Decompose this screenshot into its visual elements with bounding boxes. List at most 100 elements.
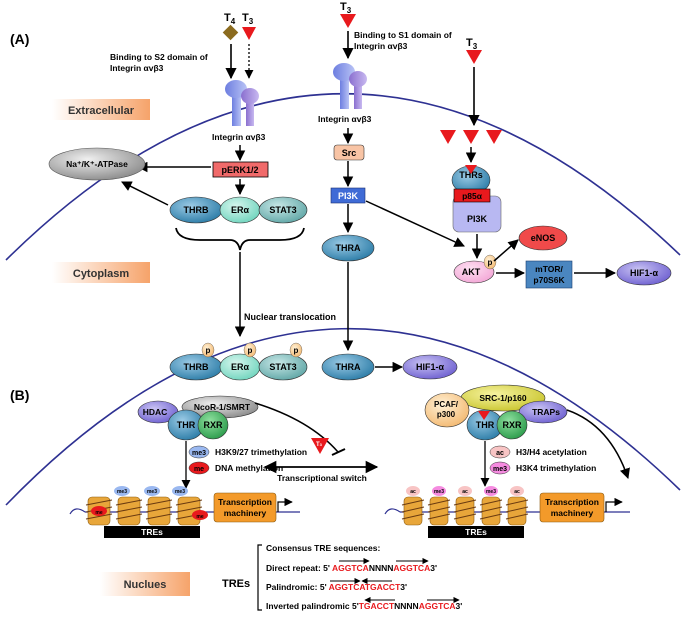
svg-text:RXR: RXR [203,420,223,430]
panel-b-label: (B) [10,387,29,403]
akt-node: AKT p [453,254,497,284]
extracellular-label: Extracellular [68,105,135,117]
svg-text:TREs: TREs [465,527,487,537]
dna-methylation-label: DNA methylation [215,463,283,473]
ligand-t3-left: T3 [242,12,256,40]
transcriptional-switch-label: Transcriptional switch [277,473,367,483]
svg-text:Transcription: Transcription [218,497,272,507]
tre-palindromic: Palindromic: 5' AGGTCATGACCT3' [266,577,407,592]
ligand-t4: T4 [222,12,239,41]
pi3k-node: PI3K [330,187,366,204]
svg-text:me3: me3 [117,489,127,495]
thrb-node: THRB [169,196,223,224]
tres-label: TREs [222,578,250,590]
perk-node: pERK1/2 [212,161,269,178]
svg-text:T4: T4 [224,12,236,26]
svg-text:me: me [194,466,204,473]
hif1-nuclear: HIF1-α [402,354,458,380]
h3h4-label: H3/H4 acetylation [516,447,587,457]
caption-s2-line2: Integrin αvβ3 [110,63,164,73]
svg-text:TREs: TREs [141,527,163,537]
stat3-nuclear: STAT3 p [258,342,308,381]
svg-text:me3: me3 [486,489,496,495]
svg-text:ac: ac [410,489,416,495]
integrin-s1-label: Integrin αvβ3 [318,114,372,124]
svg-text:p: p [294,346,299,355]
svg-text:p: p [488,258,493,267]
svg-text:STAT3: STAT3 [269,205,296,215]
chromatin-left: me me me3 me3 me3 [69,486,300,526]
svg-text:TRAPs: TRAPs [532,407,560,417]
svg-text:ERα: ERα [231,362,250,372]
svg-text:Na⁺/K⁺-ATPase: Na⁺/K⁺-ATPase [66,159,128,169]
tre-bracket [257,544,262,611]
svg-text:me3: me3 [175,489,185,495]
svg-text:machinery: machinery [224,508,267,518]
ligand-t3-right: T3 [466,37,482,64]
svg-text:T3: T3 [242,12,254,26]
machinery-left: Transcription machinery [213,492,277,523]
activation-complex: SRC-1/p160 PCAF/ p300 TRAPs THR RXR [424,384,568,441]
switch-t3: T3 [311,438,329,454]
me3-legend-right: me3 [489,461,511,475]
svg-text:pERK1/2: pERK1/2 [221,165,258,175]
era-node: ERα [219,196,261,224]
me-legend-left: me [188,461,210,475]
svg-text:me3: me3 [147,489,157,495]
svg-text:THR: THR [177,420,196,430]
svg-text:ac: ac [514,489,520,495]
svg-text:THRA: THRA [336,362,361,372]
svg-text:me3: me3 [192,450,206,457]
svg-text:PI3K: PI3K [338,191,359,201]
svg-text:STAT3: STAT3 [269,362,296,372]
integrin-s2-label: Integrin αvβ3 [212,132,266,142]
svg-text:Transcription: Transcription [545,497,599,507]
svg-text:HIF1-α: HIF1-α [416,362,445,372]
svg-text:T3: T3 [316,442,323,448]
tre-header: Consensus TRE sequences: [266,543,380,553]
tres-bar-right: TREs [428,526,524,538]
integrin-s1 [333,63,367,109]
caption-s1-line1: Binding to S1 domain of [354,30,452,40]
mtor-node: mTOR/ p70S6K [525,260,573,289]
chromatin-right: ac me3 ac me3 ac [384,486,630,526]
svg-text:p300: p300 [437,410,456,419]
svg-text:me3: me3 [434,489,444,495]
t3-triplet [440,130,502,144]
repression-complex: HDAC NcoR-1/SMRT THR RXR [137,395,259,441]
svg-text:THRA: THRA [336,243,361,253]
tre-inverted-palindromic: Inverted palindromic 5'TGACCTNNNNAGGTCA3… [266,596,462,611]
svg-text:p: p [206,346,211,355]
svg-text:THR: THR [476,420,495,430]
region-cytoplasm: Cytoplasm [52,262,150,283]
era-nuclear: ERα p [219,342,261,381]
nuclear-membrane [5,327,681,506]
svg-text:PCAF/: PCAF/ [434,400,459,409]
svg-text:Src: Src [342,148,357,158]
svg-text:me: me [95,510,102,516]
svg-text:me: me [196,514,203,520]
src-node: Src [333,144,365,161]
atpase-node: Na⁺/K⁺-ATPase [48,147,146,181]
tres-bar-left: TREs [104,526,200,538]
svg-text:me3: me3 [493,466,507,473]
thra-nuclear: THRA [321,353,375,381]
svg-text:HIF1-α: HIF1-α [630,268,659,278]
svg-text:machinery: machinery [551,508,594,518]
svg-text:ac: ac [496,450,504,457]
integrin-s2 [225,80,259,126]
region-extracellular: Extracellular [52,99,150,120]
svg-text:THRB: THRB [184,205,209,215]
ac-legend: ac [489,445,511,459]
activation-arrow [566,409,630,479]
svg-text:T3: T3 [340,1,352,15]
brace [175,227,305,251]
svg-text:eNOS: eNOS [531,233,556,243]
stat3-node: STAT3 [258,196,308,224]
thrb-nuclear: THRB p [169,342,223,381]
hif1-node: HIF1-α [616,260,672,286]
region-nucleus: Nuclues [100,572,190,596]
svg-text:THRs: THRs [459,170,483,180]
machinery-right: Transcription machinery [539,492,605,523]
